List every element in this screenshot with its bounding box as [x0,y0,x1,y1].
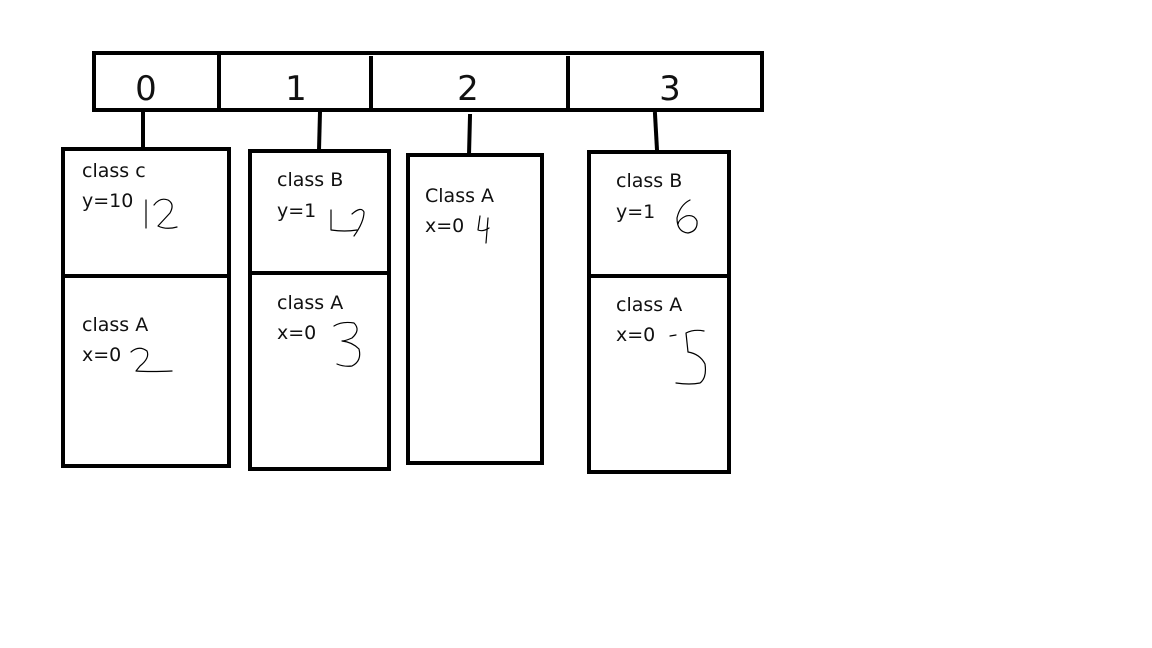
connector-2 [466,113,473,158]
handwritten-3 [333,321,361,367]
handwritten-12 [145,198,178,229]
bucket-0: class c y=10 class A x=0 [61,147,231,468]
bucket-1-entry-1-class: class A [277,292,343,314]
bucket-0-entry-0-class: class c [82,160,146,182]
bucket-1: class B y=1 class A x=0 [248,149,391,471]
array-index-1: 1 [285,69,307,109]
connectors [141,109,660,158]
bucket-0-entry-0-field: y=10 [82,190,133,212]
bucket-3-entry-0-field: y=1 [616,201,655,223]
array-index-2: 2 [457,69,479,109]
bucket-2-entry-0-class: Class A [425,185,494,207]
bucket-0-entry-1-field: x=0 [82,344,121,366]
handwritten-annotations [130,198,707,385]
connector-1 [316,109,323,153]
array-index-3: 3 [659,69,681,109]
bucket-0-entry-1-class: class A [82,314,148,336]
bucket-3-box [587,150,731,474]
bucket-3: class B y=1 class A x=0 [587,150,731,474]
bucket-1-entry-0-class: class B [277,169,343,191]
handwritten-2 [130,347,173,373]
handwritten-4b [477,215,490,244]
array-outline [92,51,764,112]
bucket-3-entry-1-class: class A [616,294,682,316]
handwritten-4a [330,208,365,237]
bucket-3-entry-1-field: x=0 [616,324,655,346]
bucket-2-entry-0-field: x=0 [425,215,464,237]
bucket-1-entry-0-field: y=1 [277,200,316,222]
array-bar: 0 1 2 3 [92,51,764,112]
handwritten-6 [676,199,698,234]
handwritten-5 [669,329,707,385]
bucket-2: Class A x=0 [406,153,544,465]
bucket-1-entry-1-field: x=0 [277,322,316,344]
bucket-1-box [248,149,391,471]
connector-3 [652,111,660,153]
array-index-0: 0 [135,69,157,109]
bucket-2-box [406,153,544,465]
bucket-3-entry-0-class: class B [616,170,682,192]
